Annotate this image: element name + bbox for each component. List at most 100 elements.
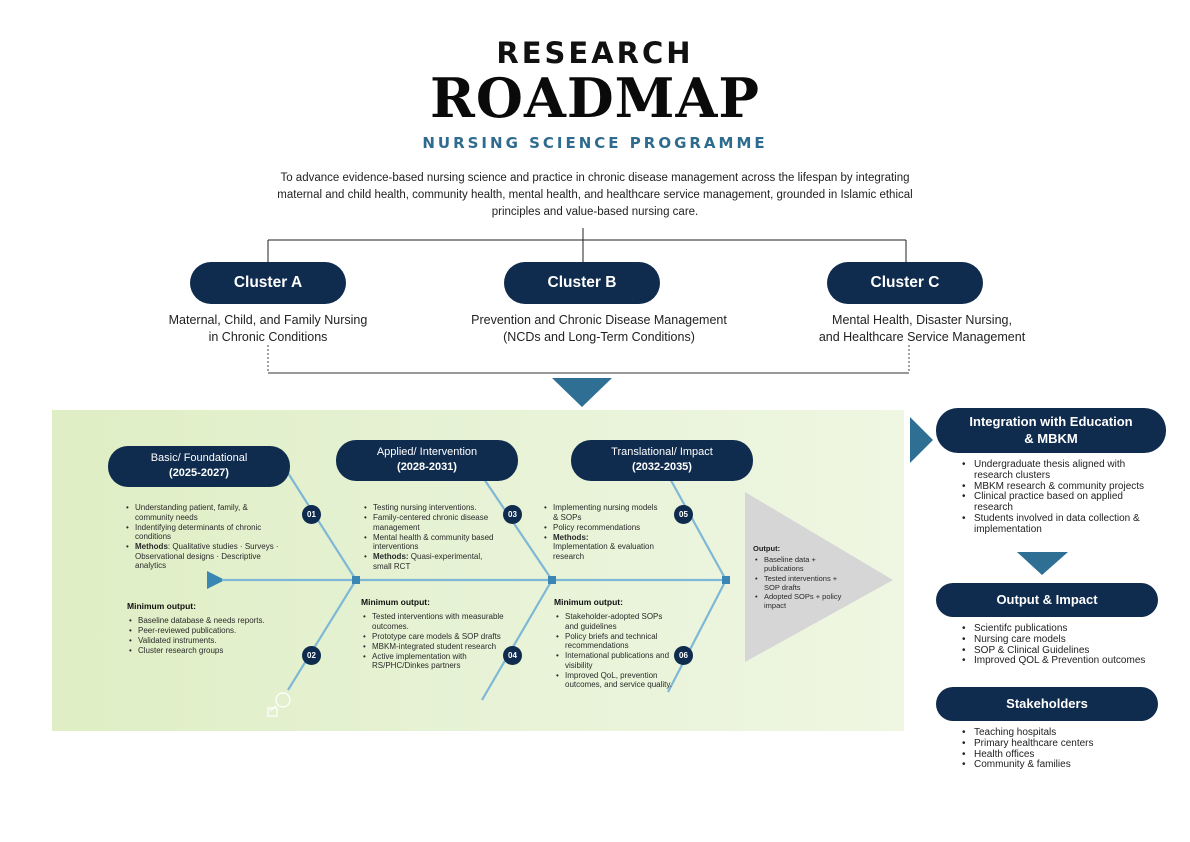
cluster-c-desc-line1: Mental Health, Disaster Nursing, — [832, 313, 1012, 327]
bone-04 — [481, 579, 553, 701]
cluster-a-pill: Cluster A — [190, 262, 346, 304]
list-item: Improved QoL, prevention outcomes, and s… — [554, 671, 676, 690]
list-item: Testing nursing interventions. — [362, 503, 494, 513]
list-item: Baseline data + publications — [753, 555, 843, 573]
joint-3 — [722, 576, 730, 584]
list-item: MBKM-integrated student research — [361, 642, 511, 652]
phase-applied-pill: Applied/ Intervention (2028-2031) — [336, 440, 518, 481]
cluster-a-desc-line2: in Chronic Conditions — [208, 330, 328, 344]
step-01-badge: 01 — [302, 505, 321, 524]
list-item: Tested interventions + SOP drafts — [753, 574, 843, 592]
min-output-title: Minimum output: — [554, 597, 623, 607]
list-item: Family-centered chronic disease manageme… — [362, 513, 494, 532]
head-output-box: Output: Baseline data + publications Tes… — [753, 544, 843, 611]
bone-03 — [479, 472, 553, 581]
stakeholders-list: Teaching hospitals Primary healthcare ce… — [958, 727, 1158, 771]
step-06-badge: 06 — [674, 646, 693, 665]
list-item: Active implementation with RS/PHC/Dinkes… — [361, 652, 511, 671]
step-02-badge: 02 — [302, 646, 321, 665]
bone-05 — [667, 474, 727, 581]
phase-applied-min-output: Minimum output: Tested interventions wit… — [361, 597, 511, 671]
list-item: Teaching hospitals — [958, 727, 1158, 739]
step-03-badge: 03 — [503, 505, 522, 524]
cluster-b-desc-line1: Prevention and Chronic Disease Managemen… — [471, 313, 727, 327]
list-item: Scientifc publications — [958, 623, 1158, 635]
list-item: International publications and visibilit… — [554, 651, 676, 670]
list-item: Improved QOL & Prevention outcomes — [958, 656, 1158, 667]
head-output-title: Output: — [753, 544, 781, 553]
list-item: Stakeholder-adopted SOPs and guidelines — [554, 612, 676, 631]
stakeholders-pill: Stakeholders — [936, 687, 1158, 721]
list-item: Undergraduate thesis aligned with resear… — [958, 459, 1158, 482]
phase-basic-name: Basic/ Foundational — [150, 452, 248, 464]
list-item: Methods: Quasi-experimental, small RCT — [362, 552, 494, 571]
list-item: Policy briefs and technical recommendati… — [554, 632, 676, 651]
phase-basic-years: (2025-2027) — [169, 467, 229, 479]
bone-06 — [667, 579, 727, 693]
list-item: Cluster research groups — [127, 646, 287, 656]
list-item: Peer-reviewed publications. — [127, 626, 287, 636]
phase-basic-activities: Understanding patient, family, & communi… — [124, 503, 286, 571]
lightbulb-icon — [267, 692, 291, 717]
phase-translational-name: Translational/ Impact — [611, 446, 713, 458]
intro-statement: To advance evidence-based nursing scienc… — [277, 172, 913, 218]
bone-02 — [287, 579, 357, 691]
list-item: Baseline database & needs reports. — [127, 616, 287, 626]
list-item: Policy recommendations — [542, 523, 660, 533]
joint-2 — [548, 576, 556, 584]
list-item: Validated instruments. — [127, 636, 287, 646]
list-item: Indentifying determinants of chronic con… — [124, 523, 286, 542]
title-roadmap: ROADMAP — [430, 66, 760, 130]
title-research: RESEARCH — [496, 36, 694, 70]
phase-basic-pill: Basic/ Foundational (2025-2027) — [108, 446, 290, 487]
phase-basic-min-output: Minimum output: Baseline database & need… — [127, 601, 287, 656]
list-item: MBKM research & community projects — [958, 481, 1158, 493]
list-item: Community & families — [958, 760, 1158, 771]
output-impact-list: Scientifc publications Nursing care mode… — [958, 623, 1158, 667]
phase-applied-activities: Testing nursing interventions. Family-ce… — [362, 503, 494, 572]
list-item: Health offices — [958, 749, 1158, 761]
bone-01 — [287, 472, 357, 581]
phase-translational-years: (2032-2035) — [632, 461, 692, 473]
cluster-b-pill: Cluster B — [504, 262, 660, 304]
cluster-a-desc-line1: Maternal, Child, and Family Nursing — [168, 313, 368, 327]
phase-translational-min-output: Minimum output: Stakeholder-adopted SOPs… — [554, 597, 676, 690]
list-item: Primary healthcare centers — [958, 738, 1158, 750]
list-item: Implementing nursing models & SOPs — [542, 503, 660, 522]
phase-translational-pill: Translational/ Impact (2032-2035) — [571, 440, 753, 481]
cluster-c-pill: Cluster C — [827, 262, 983, 304]
down-arrow-icon — [552, 378, 612, 407]
phase-applied-years: (2028-2031) — [397, 461, 457, 473]
list-item: Methods: Qualitative studies · Surveys ·… — [124, 542, 286, 571]
list-item: Nursing care models — [958, 634, 1158, 646]
integration-list: Undergraduate thesis aligned with resear… — [958, 459, 1158, 536]
list-item: Methods:Implementation & evaluation rese… — [542, 533, 660, 562]
tail-arrow-icon — [207, 571, 225, 589]
cluster-b-description: Prevention and Chronic Disease Managemen… — [449, 312, 749, 346]
list-item: SOP & Clinical Guidelines — [958, 645, 1158, 657]
cluster-connector-lines — [267, 228, 910, 407]
down-arrow-small-icon — [1017, 552, 1068, 575]
programme-subtitle: NURSING SCIENCE PROGRAMME — [422, 134, 768, 152]
list-item: Adopted SOPs + policy impact — [753, 592, 843, 610]
phase-translational-activities: Implementing nursing models & SOPs Polic… — [542, 503, 660, 562]
joint-1 — [352, 576, 360, 584]
cluster-b-desc-line2: (NCDs and Long-Term Conditions) — [503, 330, 695, 344]
list-item: Prototype care models & SOP drafts — [361, 632, 511, 642]
list-item: Tested interventions with measurable out… — [361, 612, 511, 631]
output-impact-pill: Output & Impact — [936, 583, 1158, 617]
step-05-badge: 05 — [674, 505, 693, 524]
list-item: Understanding patient, family, & communi… — [124, 503, 286, 522]
phase-applied-name: Applied/ Intervention — [376, 446, 478, 458]
cluster-c-desc-line2: and Healthcare Service Management — [818, 330, 1026, 344]
list-item: Mental health & community based interven… — [362, 533, 494, 552]
list-item: Clinical practice based on applied resea… — [958, 492, 1158, 514]
integration-title-line2: & MBKM — [1024, 431, 1078, 446]
min-output-title: Minimum output: — [361, 597, 430, 607]
cluster-a-description: Maternal, Child, and Family Nursing in C… — [143, 312, 393, 346]
right-arrow-icon — [910, 417, 933, 463]
list-item: Students involved in data collection & i… — [958, 513, 1158, 536]
min-output-title: Minimum output: — [127, 601, 196, 611]
integration-pill: Integration with Education & MBKM — [936, 408, 1166, 453]
integration-title-line1: Integration with Education — [969, 414, 1133, 429]
